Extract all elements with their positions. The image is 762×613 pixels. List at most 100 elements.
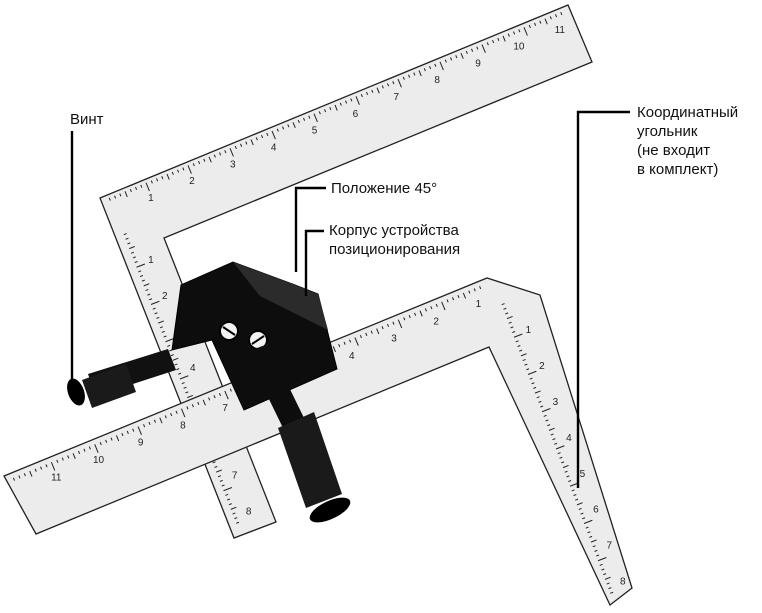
upper-short-tick [134, 261, 138, 264]
housing-screw-1-slot [222, 326, 236, 336]
lower-short-tick [545, 419, 549, 422]
lower-short-number: 5 [580, 469, 586, 480]
upper-long-tick [261, 135, 264, 139]
upper-short-tick [228, 503, 232, 506]
upper-short-tick [170, 354, 174, 357]
upper-long-number: 5 [312, 126, 318, 137]
lower-short-tick [590, 539, 597, 543]
lower-short-tick [550, 433, 554, 436]
upper-short-tick [141, 279, 145, 282]
lower-long-number: 4 [349, 351, 355, 362]
lower-long-tick [50, 461, 56, 471]
lower-long-tick [175, 410, 178, 414]
upper-long-tick [245, 141, 248, 145]
lower-long-tick [29, 470, 33, 477]
lower-long-tick [359, 335, 362, 339]
device-arm [246, 344, 305, 430]
upper-long-tick [402, 76, 405, 80]
upper-long-tick [476, 46, 479, 50]
upper-long-number: 4 [271, 142, 277, 153]
lower-long-tick [143, 424, 146, 428]
lower-long-tick [12, 477, 16, 481]
upper-short-tick [159, 326, 164, 329]
upper-short-tick [125, 237, 129, 240]
lower-long-tick [229, 388, 232, 392]
lower-short-tick [608, 587, 612, 590]
lower-short-tick [575, 498, 579, 501]
lower-short-tick [578, 507, 582, 510]
upper-short-number: 8 [246, 506, 252, 517]
upper-long-tick [345, 100, 348, 104]
upper-long-tick [387, 83, 390, 87]
callout-position45 [294, 186, 326, 272]
upper-short-tick [187, 394, 194, 399]
lower-short-tick [582, 517, 586, 520]
lower-long-tick [462, 292, 467, 299]
upper-long-tick [549, 16, 552, 20]
lower-long-tick [159, 417, 163, 424]
lower-long-tick [137, 426, 142, 436]
lower-long-tick [473, 288, 476, 292]
upper-short-tick [185, 391, 189, 394]
upper-long-tick [355, 96, 360, 105]
upper-long-tick [371, 89, 374, 93]
upper-long-tick [560, 11, 563, 16]
upper-long-tick [156, 178, 159, 182]
upper-long-tick [555, 14, 558, 18]
arm-grip [278, 412, 342, 508]
lower-long-tick [386, 323, 390, 328]
upper-long-tick [507, 33, 510, 37]
lower-long-tick [45, 464, 48, 468]
upper-short-tick [165, 338, 175, 343]
lower-short-tick [524, 363, 528, 366]
upper-long-number: 8 [434, 75, 440, 86]
lower-short-tick [557, 452, 561, 455]
lower-long-tick [430, 306, 433, 310]
upper-short-tick [232, 512, 236, 515]
lower-short-tick [513, 333, 523, 338]
lower-short-tick [519, 349, 523, 352]
lower-short-tick [534, 390, 541, 394]
upper-long-tick [119, 193, 122, 197]
lower-long-number: 11 [51, 472, 62, 483]
lower-short-tick [587, 531, 591, 534]
upper-long-tick [150, 180, 153, 184]
upper-short-number: 2 [162, 291, 168, 302]
upper-long-tick [523, 27, 528, 36]
arm-knob [309, 497, 351, 523]
positioning-device [67, 261, 351, 523]
lower-long-tick [121, 433, 124, 437]
lower-long-tick [392, 321, 395, 325]
upper-long-tick [444, 59, 447, 63]
lower-short-tick [561, 461, 565, 464]
upper-long-tick [213, 154, 216, 158]
upper-short-tick [149, 298, 153, 301]
upper-long-tick [303, 117, 306, 121]
lower-long-number: 9 [138, 438, 144, 449]
callout-square [576, 110, 630, 488]
upper-long-tick [250, 139, 254, 146]
lower-long-tick [67, 455, 70, 459]
lower-long-tick [435, 303, 438, 307]
upper-long-number: 3 [230, 159, 236, 170]
lower-long-tick [126, 430, 129, 434]
lower-long-number: 2 [433, 316, 439, 327]
upper-long-tick [434, 63, 437, 67]
callout-housing [304, 229, 324, 296]
upper-long-tick [208, 156, 212, 163]
upper-long-tick [145, 182, 150, 192]
upper-long-tick [234, 145, 237, 149]
upper-long-tick [287, 124, 290, 128]
lower-short-tick [552, 438, 556, 441]
lower-short-tick [529, 377, 533, 380]
lower-long-tick [213, 395, 216, 399]
upper-long-tick [198, 160, 201, 165]
lower-long-tick [72, 453, 76, 459]
upper-short-tick [138, 270, 142, 273]
upper-long-tick [497, 37, 500, 42]
lower-short-tick [517, 345, 521, 348]
label-square-line-3: (не входит [637, 142, 711, 159]
lower-long-number: 8 [180, 420, 186, 431]
lower-long-number: 10 [93, 455, 105, 466]
upper-long-number: 9 [475, 58, 481, 69]
